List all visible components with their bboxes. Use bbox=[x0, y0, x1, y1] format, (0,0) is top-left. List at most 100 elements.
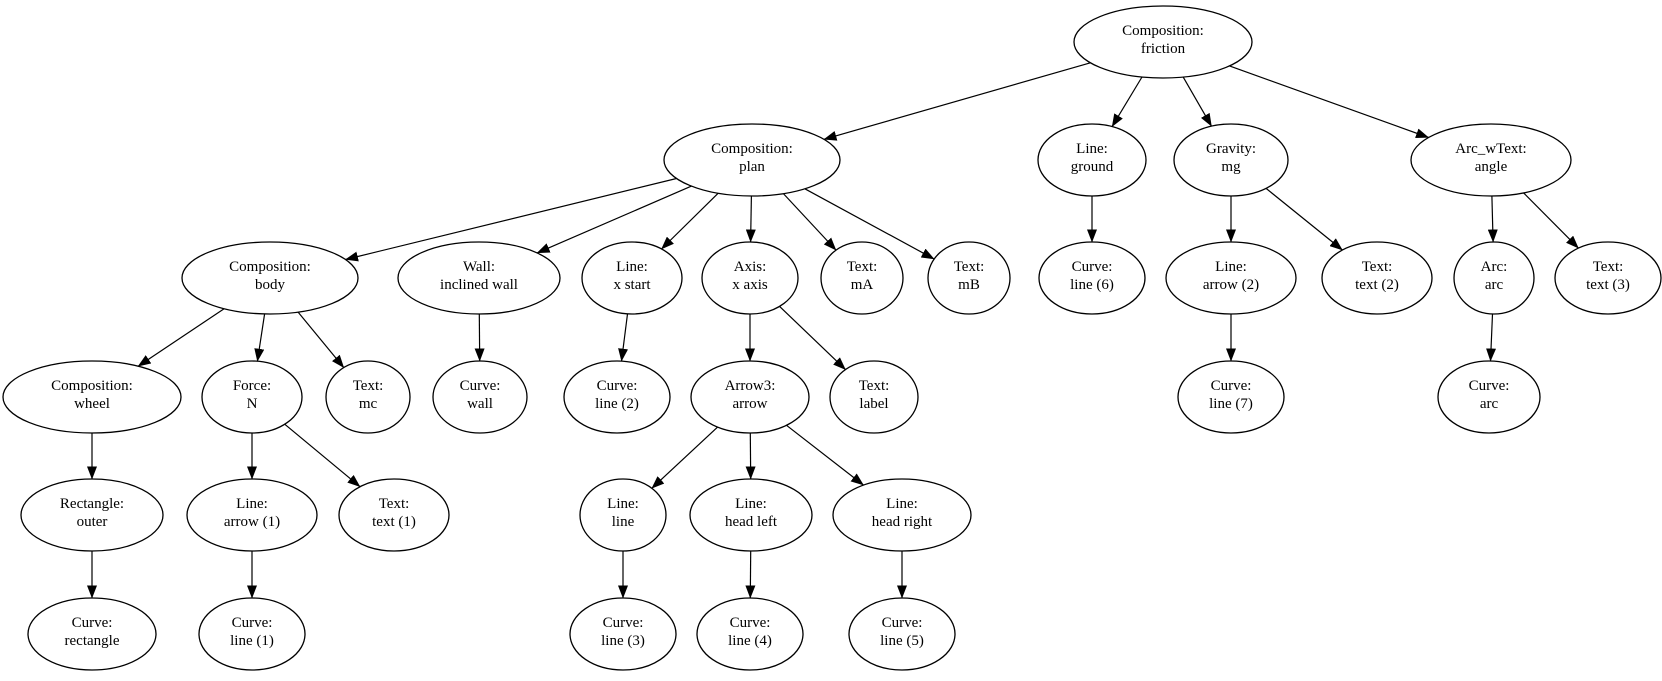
node-xaxis: Axis:x axis bbox=[701, 241, 799, 315]
node-xstart: Line:x start bbox=[581, 241, 683, 315]
node-cwall: Curve:wall bbox=[432, 360, 528, 434]
node-label-wheel: Composition:wheel bbox=[51, 378, 133, 412]
node-label-angle: Arc_wText:angle bbox=[1455, 141, 1526, 175]
node-label-mc: Text:mc bbox=[353, 378, 384, 412]
node-label-xaxis: Axis:x axis bbox=[732, 259, 768, 293]
node-ellipse-cline4 bbox=[696, 597, 804, 671]
edge-angle-arc bbox=[1487, 195, 1498, 243]
node-ellipse-mB bbox=[927, 241, 1011, 315]
edge-friction-angle bbox=[1229, 65, 1429, 139]
node-plan: Composition:plan bbox=[663, 123, 841, 197]
node-ellipse-N bbox=[201, 360, 303, 434]
node-wall: Wall:inclined wall bbox=[397, 241, 561, 315]
node-label-cline3: Curve:line (3) bbox=[601, 615, 645, 649]
node-label-body: Composition:body bbox=[229, 259, 311, 293]
edge-plan-wall bbox=[536, 185, 692, 254]
node-arrow3: Arrow3:arrow bbox=[690, 360, 810, 434]
node-line2: Curve:line (2) bbox=[563, 360, 671, 434]
node-label-outer: Rectangle:outer bbox=[60, 496, 124, 530]
node-label-text2: Text:text (2) bbox=[1355, 259, 1399, 293]
node-label-line2: Curve:line (2) bbox=[595, 378, 639, 412]
node-ellipse-mg bbox=[1173, 123, 1289, 197]
node-label-mA: Text:mA bbox=[847, 259, 878, 293]
node-ellipse-crect bbox=[27, 597, 157, 671]
node-layer: Composition:frictionComposition:planLine… bbox=[2, 5, 1662, 671]
node-cline3: Curve:line (3) bbox=[569, 597, 677, 671]
node-line6: Curve:line (6) bbox=[1038, 241, 1146, 315]
node-wheel: Composition:wheel bbox=[2, 360, 182, 434]
node-mg: Gravity:mg bbox=[1173, 123, 1289, 197]
node-ellipse-cline1 bbox=[198, 597, 306, 671]
node-label-carc: Curve:arc bbox=[1469, 378, 1510, 412]
node-body: Composition:body bbox=[181, 241, 359, 315]
node-cline1: Curve:line (1) bbox=[198, 597, 306, 671]
edge-arrow3-lline bbox=[651, 426, 719, 489]
node-mA: Text:mA bbox=[820, 241, 904, 315]
node-label-crect: Curve:rectangle bbox=[65, 615, 120, 649]
edge-arrow3-headright bbox=[786, 424, 864, 486]
edge-friction-ground bbox=[1111, 76, 1143, 128]
node-label-ground: Line:ground bbox=[1071, 141, 1114, 175]
node-text3: Text:text (3) bbox=[1554, 241, 1662, 315]
node-label-arc: Arc:arc bbox=[1481, 259, 1508, 293]
node-label: Text:label bbox=[829, 360, 919, 434]
node-outer: Rectangle:outer bbox=[20, 478, 164, 552]
node-ellipse-carc bbox=[1437, 360, 1541, 434]
node-ellipse-friction bbox=[1073, 5, 1253, 79]
node-ellipse-arrow1 bbox=[186, 478, 318, 552]
node-ellipse-xaxis bbox=[701, 241, 799, 315]
node-crect: Curve:rectangle bbox=[27, 597, 157, 671]
node-label-friction: Composition:friction bbox=[1122, 23, 1204, 57]
node-ellipse-angle bbox=[1410, 123, 1572, 197]
node-arrow2: Line:arrow (2) bbox=[1165, 241, 1297, 315]
node-mc: Text:mc bbox=[325, 360, 411, 434]
node-ellipse-body bbox=[181, 241, 359, 315]
node-headleft: Line:head left bbox=[689, 478, 813, 552]
node-headright: Line:head right bbox=[832, 478, 972, 552]
node-ellipse-text1 bbox=[338, 478, 450, 552]
node-label-headright: Line:head right bbox=[872, 496, 933, 530]
node-label-line7: Curve:line (7) bbox=[1209, 378, 1253, 412]
node-label-lline: Line:line bbox=[607, 496, 639, 530]
node-lline: Line:line bbox=[579, 478, 667, 552]
node-cline5: Curve:line (5) bbox=[848, 597, 956, 671]
node-label-mg: Gravity:mg bbox=[1206, 141, 1256, 175]
edge-friction-plan bbox=[823, 62, 1091, 141]
node-ground: Line:ground bbox=[1037, 123, 1147, 197]
edge-mg-text2 bbox=[1265, 187, 1343, 251]
edge-body-mc bbox=[297, 311, 345, 368]
node-label-N: Force:N bbox=[233, 378, 271, 412]
edge-plan-mB bbox=[804, 188, 935, 260]
node-label-cline4: Curve:line (4) bbox=[728, 615, 772, 649]
node-cline4: Curve:line (4) bbox=[696, 597, 804, 671]
edge-layer bbox=[87, 62, 1579, 599]
node-ellipse-arc bbox=[1453, 241, 1535, 315]
node-label-plan: Composition:plan bbox=[711, 141, 793, 175]
node-label-headleft: Line:head left bbox=[725, 496, 778, 530]
node-text2: Text:text (2) bbox=[1321, 241, 1433, 315]
node-ellipse-mc bbox=[325, 360, 411, 434]
node-ellipse-line6 bbox=[1038, 241, 1146, 315]
edge-body-N bbox=[254, 313, 266, 362]
node-label-xstart: Line:x start bbox=[613, 259, 651, 293]
edge-arc-carc bbox=[1486, 313, 1497, 362]
edge-body-wheel bbox=[137, 308, 225, 367]
node-label-label: Text:label bbox=[859, 378, 890, 412]
node-ellipse-headleft bbox=[689, 478, 813, 552]
node-ellipse-outer bbox=[20, 478, 164, 552]
node-ellipse-arrow3 bbox=[690, 360, 810, 434]
node-ellipse-xstart bbox=[581, 241, 683, 315]
edge-N-text1 bbox=[284, 423, 361, 488]
node-ellipse-wheel bbox=[2, 360, 182, 434]
node-ellipse-cline3 bbox=[569, 597, 677, 671]
node-ellipse-headright bbox=[832, 478, 972, 552]
node-ellipse-line2 bbox=[563, 360, 671, 434]
node-text1: Text:text (1) bbox=[338, 478, 450, 552]
edge-xstart-line2 bbox=[618, 313, 629, 362]
node-carc: Curve:arc bbox=[1437, 360, 1541, 434]
node-ellipse-mA bbox=[820, 241, 904, 315]
node-friction: Composition:friction bbox=[1073, 5, 1253, 79]
node-ellipse-text3 bbox=[1554, 241, 1662, 315]
